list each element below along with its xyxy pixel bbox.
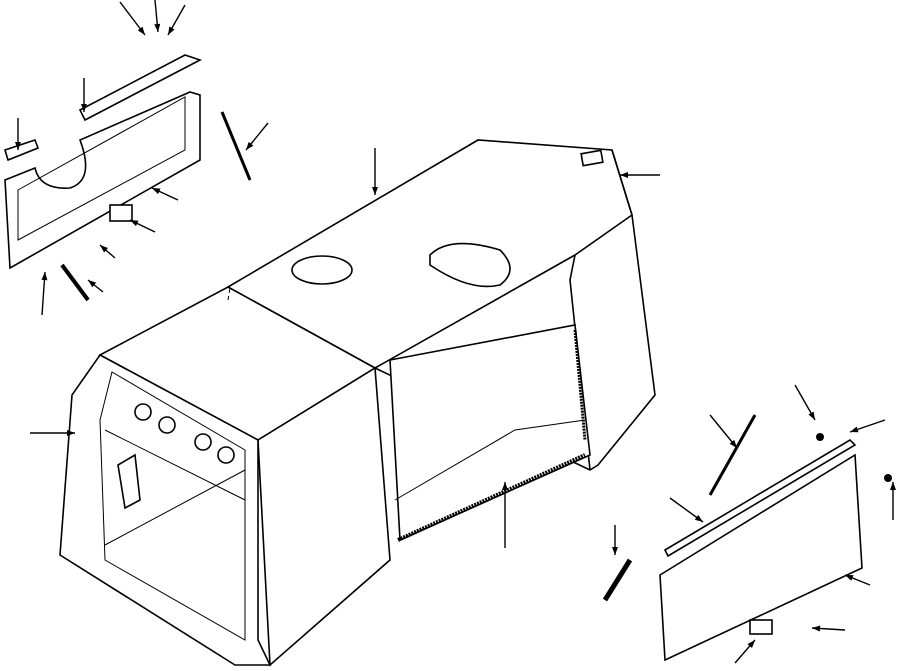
gas-strut xyxy=(602,558,633,602)
latch xyxy=(749,619,773,635)
arrowhead-icon xyxy=(850,426,859,433)
hood-hole-round xyxy=(291,255,353,285)
side-rail xyxy=(397,453,586,542)
arrowhead-icon xyxy=(152,188,161,195)
arrowhead-icon xyxy=(137,26,145,35)
gauge-hole xyxy=(134,403,152,421)
arrowhead-icon xyxy=(41,272,48,281)
stay-rod xyxy=(708,414,757,496)
arrowhead-icon xyxy=(502,482,508,490)
arrowhead-icon xyxy=(372,187,378,195)
door-frame xyxy=(4,91,201,270)
washer xyxy=(816,433,824,441)
arrowhead-icon xyxy=(168,26,175,35)
side-tray xyxy=(394,419,586,501)
front-box-side xyxy=(257,366,391,667)
left-door-panel xyxy=(4,54,252,302)
arrowhead-icon xyxy=(845,575,854,581)
arrowhead-icon xyxy=(747,640,755,649)
hood-body xyxy=(59,139,656,667)
arrowhead-icon xyxy=(808,411,815,420)
arrowhead-icon xyxy=(130,220,139,227)
hinge-rail xyxy=(663,438,857,558)
bolt xyxy=(884,474,892,482)
bracket xyxy=(117,453,141,510)
arrowhead-icon xyxy=(890,482,896,490)
right-door-panel xyxy=(602,414,892,662)
gauge-hole xyxy=(158,416,176,434)
latch xyxy=(109,204,133,222)
side-rail-vertical xyxy=(573,329,587,441)
arrowhead-icon xyxy=(15,142,21,150)
arrowhead-icon xyxy=(100,245,109,253)
arrowhead-icon xyxy=(812,625,821,632)
door-panel xyxy=(659,453,863,662)
side-opening xyxy=(389,324,591,542)
arrowhead-icon xyxy=(81,104,87,112)
arrowhead-icon xyxy=(154,23,161,32)
hood-hole-oblong xyxy=(429,242,511,288)
gauge-hole xyxy=(217,446,235,464)
front-crossbar xyxy=(104,429,246,501)
hood-ridge xyxy=(374,254,576,369)
front-floor-rail xyxy=(104,469,246,546)
arrowhead-icon xyxy=(67,430,75,436)
gas-strut xyxy=(60,263,90,302)
gauge-hole xyxy=(194,433,212,451)
seam xyxy=(227,287,231,301)
arrowhead-icon xyxy=(694,514,703,522)
arrowhead-icon xyxy=(729,439,737,448)
leader-arrows xyxy=(15,0,896,664)
door-window xyxy=(17,96,186,241)
hinge-rail xyxy=(78,54,203,122)
arrowhead-icon xyxy=(612,547,618,555)
hinge xyxy=(4,138,40,162)
hood-square-cutout xyxy=(580,149,604,167)
arrowhead-icon xyxy=(620,172,628,178)
stay-rod xyxy=(220,111,252,181)
front-opening xyxy=(99,371,246,641)
arrowhead-icon xyxy=(88,280,97,288)
arrowhead-icon xyxy=(246,141,254,150)
front-frame xyxy=(59,353,272,666)
